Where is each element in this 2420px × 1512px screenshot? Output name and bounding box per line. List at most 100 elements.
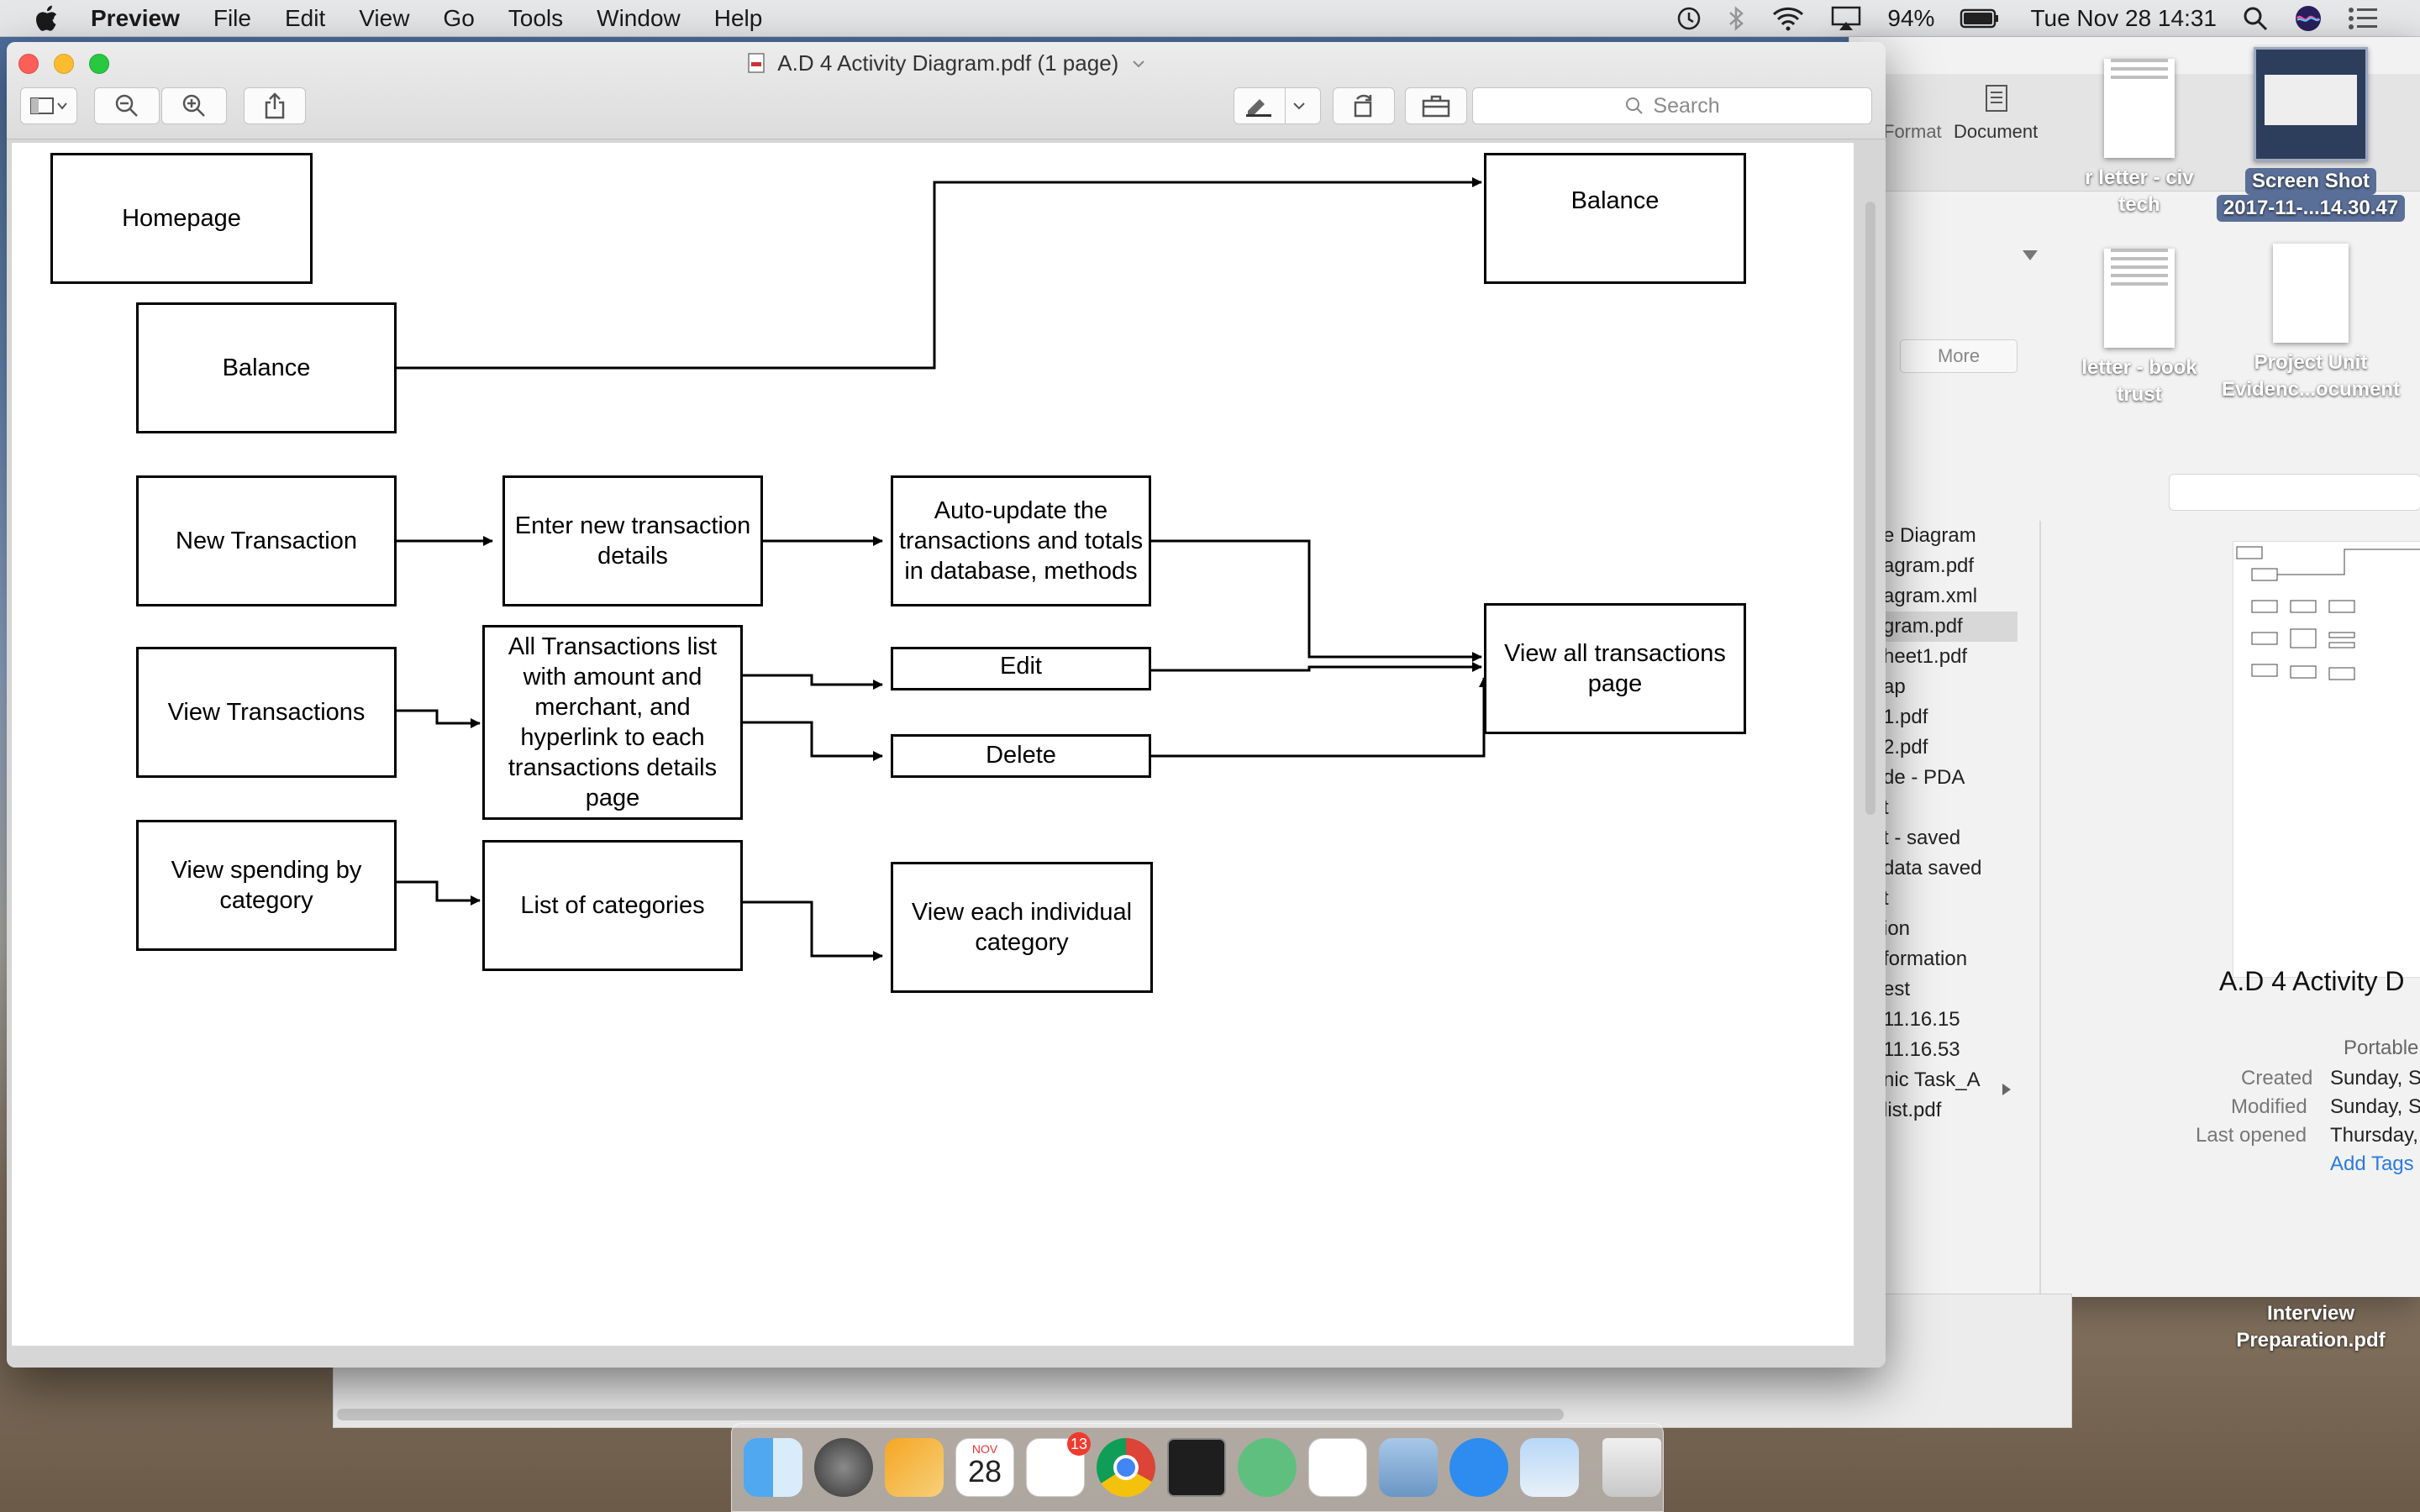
- rotate-button[interactable]: [1333, 87, 1395, 124]
- siri-icon[interactable]: [2294, 4, 2323, 33]
- sidebar-toggle-button[interactable]: [20, 87, 77, 124]
- document-icon: [1986, 85, 2007, 112]
- tab-format[interactable]: Format: [1883, 121, 1942, 142]
- time-machine-icon[interactable]: [1676, 5, 1702, 32]
- list-item[interactable]: data saved: [1883, 857, 1982, 879]
- connector-list-to-viewcat: [738, 900, 883, 961]
- close-button[interactable]: [18, 54, 39, 74]
- desktop-icon-letter-civ[interactable]: r letter - civ tech: [2072, 54, 2207, 218]
- sidebar-icon: [30, 97, 67, 114]
- finder-icon[interactable]: [744, 1438, 802, 1497]
- wifi-icon[interactable]: [1771, 6, 1805, 31]
- bluetooth-icon[interactable]: [1728, 5, 1746, 32]
- desktop-icon-label: Evidenc...ocument: [2221, 378, 2401, 401]
- horizontal-scrollbar[interactable]: [337, 1409, 1564, 1420]
- highlighter-icon: [1246, 99, 1271, 117]
- dock: NOV 28 13: [731, 1423, 1664, 1512]
- list-item[interactable]: agram.pdf: [1883, 554, 1975, 577]
- chrome-icon[interactable]: [1097, 1438, 1155, 1497]
- disclosure-arrow-icon[interactable]: [2001, 1082, 2012, 1097]
- menu-go[interactable]: Go: [443, 4, 475, 31]
- notification-center-icon[interactable]: [2348, 6, 2378, 31]
- zoom-out-button[interactable]: [94, 87, 160, 124]
- desktop-icon-interview-prep[interactable]: Interview Preparation.pdf: [2210, 1300, 2412, 1354]
- terminal-icon[interactable]: [1167, 1438, 1226, 1497]
- edit-box: Edit: [891, 647, 1151, 690]
- zoom-out-icon: [115, 94, 138, 117]
- more-button[interactable]: More: [1900, 339, 2018, 373]
- diagram-connectors: [395, 177, 1489, 961]
- list-item[interactable]: de - PDA: [1883, 766, 1965, 789]
- document-thumbnail-icon: [2104, 249, 2175, 348]
- markup-button[interactable]: [1234, 87, 1321, 124]
- list-item[interactable]: est: [1883, 978, 1911, 1000]
- list-item[interactable]: ion: [1883, 917, 1911, 940]
- calendar-icon[interactable]: NOV 28: [955, 1438, 1014, 1497]
- minimize-button[interactable]: [54, 54, 74, 74]
- airplay-icon[interactable]: [1830, 5, 1862, 32]
- slack-icon[interactable]: [1308, 1438, 1367, 1497]
- search-input[interactable]: Search: [1472, 87, 1872, 124]
- list-item[interactable]: e Diagram: [1883, 524, 1976, 547]
- chevron-down-icon[interactable]: [1132, 59, 1145, 69]
- vertical-scrollbar[interactable]: [1865, 202, 1876, 815]
- window-title[interactable]: A.D 4 Activity Diagram.pdf (1 page): [777, 50, 1119, 76]
- balance-top-box: Balance: [1484, 153, 1746, 284]
- window-title-wrap: A.D 4 Activity Diagram.pdf (1 page): [7, 50, 1886, 76]
- tab-document[interactable]: Document: [1954, 121, 2039, 142]
- app-menu[interactable]: Preview: [91, 4, 180, 31]
- trash-icon[interactable]: [1602, 1438, 1661, 1497]
- desktop-icon-letter-book[interactable]: letter - book trust: [2072, 244, 2207, 408]
- list-item[interactable]: t: [1883, 796, 1889, 819]
- background-window: Format Document More _5 e Diagram agram.…: [1849, 37, 2420, 1297]
- pages-icon[interactable]: [885, 1438, 944, 1497]
- list-item[interactable]: ap: [1883, 675, 1906, 698]
- add-tags-link[interactable]: Add Tags: [2330, 1152, 2414, 1175]
- screenshot-thumbnail-icon: [2254, 47, 2368, 161]
- list-item[interactable]: heet1.pdf: [1883, 645, 1968, 668]
- list-item[interactable]: agram.xml: [1883, 585, 1978, 607]
- delete-box: Delete: [891, 734, 1151, 778]
- mail-icon[interactable]: [1379, 1438, 1438, 1497]
- finder-search-input[interactable]: [2169, 474, 2420, 511]
- list-item[interactable]: 11.16.15: [1883, 1008, 1960, 1031]
- list-item[interactable]: formation: [1883, 948, 1968, 970]
- list-item[interactable]: 2.pdf: [1883, 736, 1928, 759]
- menu-window[interactable]: Window: [597, 4, 681, 31]
- menubar-clock[interactable]: Tue Nov 28 14:31: [2030, 5, 2217, 31]
- apple-menu-icon[interactable]: [34, 4, 59, 33]
- messages-icon[interactable]: [1449, 1438, 1508, 1497]
- spotlight-search-icon[interactable]: [2242, 5, 2269, 32]
- list-item[interactable]: 1.pdf: [1883, 706, 1928, 728]
- battery-percent: 94%: [1887, 5, 1935, 31]
- atom-icon[interactable]: [1238, 1438, 1297, 1497]
- share-button[interactable]: [244, 87, 306, 124]
- menu-help[interactable]: Help: [713, 4, 763, 31]
- reminders-icon[interactable]: 13: [1026, 1432, 1091, 1497]
- desktop-icon-screenshot[interactable]: Screen Shot 2017-11-...14.30.47: [2210, 47, 2412, 222]
- menu-edit[interactable]: Edit: [284, 4, 326, 31]
- desktop-icon-project-unit[interactable]: Project Unit Evidenc...ocument: [2210, 244, 2412, 403]
- calendar-month: NOV: [971, 1442, 998, 1456]
- list-item[interactable]: 11.16.53: [1883, 1038, 1960, 1061]
- view-each-category-box: View each individual category: [891, 862, 1153, 993]
- list-item[interactable]: t - saved: [1883, 827, 1961, 849]
- info-title: A.D 4 Activity D: [2219, 966, 2405, 996]
- preview-app-icon[interactable]: [1520, 1438, 1579, 1497]
- zoom-button[interactable]: [89, 54, 109, 74]
- view-spending-box: View spending by category: [136, 820, 397, 951]
- list-item[interactable]: nic Task_A: [1883, 1068, 1981, 1091]
- list-item[interactable]: list.pdf: [1883, 1099, 1942, 1121]
- battery-icon[interactable]: [1960, 8, 2000, 29]
- list-item[interactable]: t: [1883, 887, 1889, 910]
- chevron-down-icon[interactable]: [1292, 101, 1306, 111]
- rotate-icon: [1354, 94, 1372, 118]
- launchpad-icon[interactable]: [814, 1438, 873, 1497]
- zoom-in-button[interactable]: [161, 87, 227, 124]
- menu-tools[interactable]: Tools: [508, 4, 564, 31]
- menu-view[interactable]: View: [359, 4, 410, 31]
- toolbox-button[interactable]: [1405, 87, 1467, 124]
- connector-autoupdate-to-viewall: [1148, 539, 1482, 662]
- chevron-down-icon[interactable]: [2021, 249, 2039, 262]
- menu-file[interactable]: File: [213, 4, 251, 31]
